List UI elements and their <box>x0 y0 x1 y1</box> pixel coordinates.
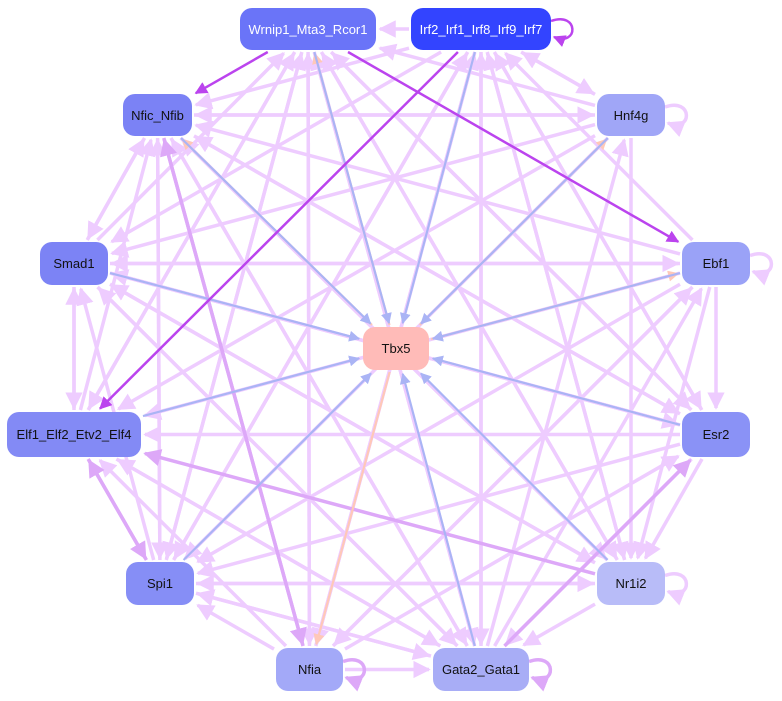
edge-Nfia-to-Spi1 <box>196 603 275 651</box>
self-loop-edge <box>664 103 689 137</box>
edge-Hnf4g-to-Wrnip1_Mta3_Rcor1 <box>378 43 596 108</box>
edge-Nfic_Nfib-to-Smad1 <box>86 137 147 240</box>
edge-Ebf1-to-Spi1 <box>196 282 681 564</box>
node-irf2_irf1_irf8_irf9_irf7[interactable]: Irf2_Irf1_Irf8_Irf9_Irf7 <box>411 8 551 50</box>
edge-Esr2-to-Tbx5 <box>431 355 681 426</box>
edge-Nfic_Nfib-to-Spi1 <box>151 137 169 560</box>
edge-Wrnip1_Mta3_Rcor1-to-Esr2 <box>329 50 692 410</box>
edge-Irf2_Irf1_Irf8_Irf9_Irf7-to-Elf1_Elf2_Etv2_Elf4 <box>99 51 459 410</box>
edge-Wrnip1_Mta3_Rcor1-to-Nr1i2 <box>319 51 618 560</box>
edge-Hnf4g-to-Elf1_Elf2_Etv2_Elf4 <box>116 134 596 411</box>
edge-Nr1i2-to-Gata2_Gata1 <box>522 602 596 647</box>
edge-Nr1i2-to-Tbx5 <box>420 372 609 561</box>
edge-Irf2_Irf1_Irf8_Irf9_Irf7-to-Spi1 <box>173 51 470 560</box>
edge-Irf2_Irf1_Irf8_Irf9_Irf7-to-Hnf4g <box>520 50 595 95</box>
node-nfia[interactable]: Nfia <box>276 648 343 691</box>
edge-Irf2_Irf1_Irf8_Irf9_Irf7-to-Nfic_Nfib <box>194 46 410 110</box>
edge-Wrnip1_Mta3_Rcor1-to-Nfic_Nfib <box>194 50 269 95</box>
edge-Irf2_Irf1_Irf8_Irf9_Irf7-to-Esr2 <box>492 51 703 410</box>
node-elf1_elf2_etv2_elf4[interactable]: Elf1_Elf2_Etv2_Elf4 <box>7 412 141 457</box>
node-smad1[interactable]: Smad1 <box>40 242 108 285</box>
edge-Gata2_Gata1-to-Tbx5 <box>399 372 476 647</box>
node-tbx5[interactable]: Tbx5 <box>363 327 429 370</box>
self-loop-edge <box>550 18 574 47</box>
edge-Nfic_Nfib-to-Tbx5 <box>180 137 372 325</box>
node-esr2[interactable]: Esr2 <box>682 412 750 457</box>
edge-Esr2-to-Nr1i2 <box>643 458 704 560</box>
edge-Elf1_Elf2_Etv2_Elf4-to-Spi1 <box>86 458 147 560</box>
self-loop-edge <box>528 658 553 692</box>
edge-Nr1i2-to-Elf1_Elf2_Etv2_Elf4 <box>143 449 596 576</box>
node-nfic_nfib[interactable]: Nfic_Nfib <box>123 94 192 136</box>
edge-Gata2_Gata1-to-Esr2 <box>503 459 692 648</box>
edge-Hnf4g-to-Tbx5 <box>420 137 609 325</box>
node-ebf1[interactable]: Ebf1 <box>682 242 750 285</box>
edge-Spi1-to-Tbx5 <box>182 372 372 561</box>
edge-Nfic_Nfib-to-Gata2_Gata1 <box>169 137 468 646</box>
node-spi1[interactable]: Spi1 <box>126 562 194 605</box>
edge-Nfia-to-Elf1_Elf2_Etv2_Elf4 <box>98 459 288 648</box>
self-loop-edge <box>342 658 367 692</box>
edge-Spi1-to-Gata2_Gata1 <box>195 591 431 660</box>
edge-Smad1-to-Tbx5 <box>109 271 361 342</box>
node-nr1i2[interactable]: Nr1i2 <box>597 562 665 605</box>
self-loop-edge <box>664 572 689 606</box>
edge-Irf2_Irf1_Irf8_Irf9_Irf7-to-Smad1 <box>110 50 442 244</box>
node-gata2_gata1[interactable]: Gata2_Gata1 <box>433 648 529 691</box>
edge-Tbx5-to-Nfia <box>313 371 391 646</box>
edge-Wrnip1_Mta3_Rcor1-to-Nfia <box>300 51 319 646</box>
edge-Ebf1-to-Tbx5 <box>431 271 681 342</box>
edge-Wrnip1_Mta3_Rcor1-to-Ebf1 <box>347 50 680 243</box>
edge-Wrnip1_Mta3_Rcor1-to-Tbx5 <box>313 51 392 325</box>
node-wrnip1_mta3_rcor1[interactable]: Wrnip1_Mta3_Rcor1 <box>240 8 376 50</box>
edge-Nfic_Nfib-to-Esr2 <box>193 134 680 415</box>
edge-Smad1-to-Nr1i2 <box>109 282 595 564</box>
edge-Wrnip1_Mta3_Rcor1-to-Elf1_Elf2_Etv2_Elf4 <box>87 51 297 410</box>
self-loop-edge <box>749 252 774 286</box>
edge-Elf1_Elf2_Etv2_Elf4-to-Tbx5 <box>142 355 361 418</box>
edge-Irf2_Irf1_Irf8_Irf9_Irf7-to-Tbx5 <box>399 51 476 325</box>
node-hnf4g[interactable]: Hnf4g <box>597 94 665 136</box>
